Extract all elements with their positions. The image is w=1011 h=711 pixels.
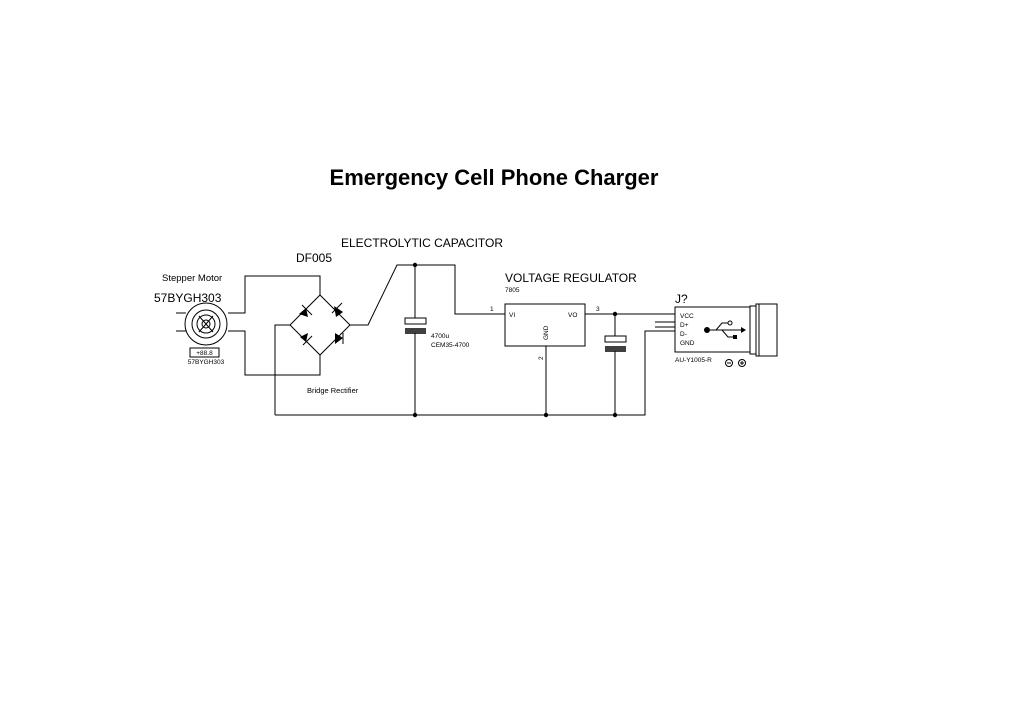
usb-plug-flange: [749, 305, 757, 355]
bridge-rectifier: DF005 Bridge Rectifier: [289, 251, 359, 395]
junction-dot: [412, 262, 418, 268]
motor-part: 57BYGH303: [154, 291, 222, 305]
motor-display-box: [189, 347, 220, 358]
usb-pin-gnd: GND: [680, 340, 695, 347]
diode-icon: [299, 304, 313, 317]
motor-display: +88.8: [196, 350, 213, 357]
usb-indicator-icon: [738, 359, 746, 367]
diode-icon: [335, 333, 344, 344]
usb-symbol-icon: [704, 320, 746, 339]
usb-pin-dplus: D+: [680, 322, 689, 329]
electrolytic-capacitor: ELECTROLYTIC CAPACITOR 4700u CEM35-4700: [341, 236, 503, 349]
usb-connector: J? VCC D+ D- GND AU-Y1005-R: [674, 292, 778, 367]
output-capacitor: [604, 335, 627, 352]
capacitor-value: 4700u: [431, 333, 449, 340]
usb-pin-vcc: VCC: [680, 313, 694, 320]
capacitor-plate-positive: [604, 335, 627, 343]
capacitor-plate-negative: [605, 346, 626, 352]
diagram-title: Emergency Cell Phone Charger: [330, 165, 659, 190]
regulator-pin-3: 3: [596, 306, 600, 313]
regulator-pin-out: VO: [568, 312, 577, 319]
usb-part: AU-Y1005-R: [675, 357, 712, 364]
wires: [228, 264, 675, 416]
usb-plug-icon: [755, 303, 778, 357]
motor-subpart: 57BYGH303: [188, 359, 225, 366]
capacitor-part: CEM35-4700: [431, 342, 470, 349]
junction-dot: [612, 311, 618, 317]
usb-ref: J?: [675, 292, 688, 306]
regulator-pin-2: 2: [538, 356, 545, 360]
junction-dot: [543, 412, 549, 418]
junction-dot: [412, 412, 418, 418]
motor-label: Stepper Motor: [162, 273, 222, 284]
diode-icon: [300, 333, 313, 346]
regulator-part: 7805: [505, 287, 520, 294]
stepper-motor: Stepper Motor 57BYGH303 +88.8 57BYGH303: [154, 273, 228, 366]
rectifier-label: Bridge Rectifier: [307, 386, 359, 395]
usb-pin-dminus: D-: [680, 331, 687, 338]
regulator-body: [504, 303, 586, 347]
capacitor-plate-negative: [405, 328, 426, 334]
capacitor-label: ELECTROLYTIC CAPACITOR: [341, 236, 503, 250]
regulator-pin-in: VI: [509, 312, 515, 319]
motor-body-icon: [184, 302, 228, 346]
junction-dots: [412, 262, 618, 418]
diode-icon: [331, 302, 343, 317]
regulator-label: VOLTAGE REGULATOR: [505, 271, 637, 285]
capacitor-plate-positive: [404, 317, 427, 325]
voltage-regulator: VOLTAGE REGULATOR 7805 VI VO GND 1 3 2: [490, 271, 637, 360]
junction-dot: [612, 412, 618, 418]
rectifier-part: DF005: [296, 251, 332, 265]
regulator-pin-gnd: GND: [543, 325, 550, 340]
regulator-pin-1: 1: [490, 306, 494, 313]
usb-indicator-icon: [725, 359, 733, 367]
